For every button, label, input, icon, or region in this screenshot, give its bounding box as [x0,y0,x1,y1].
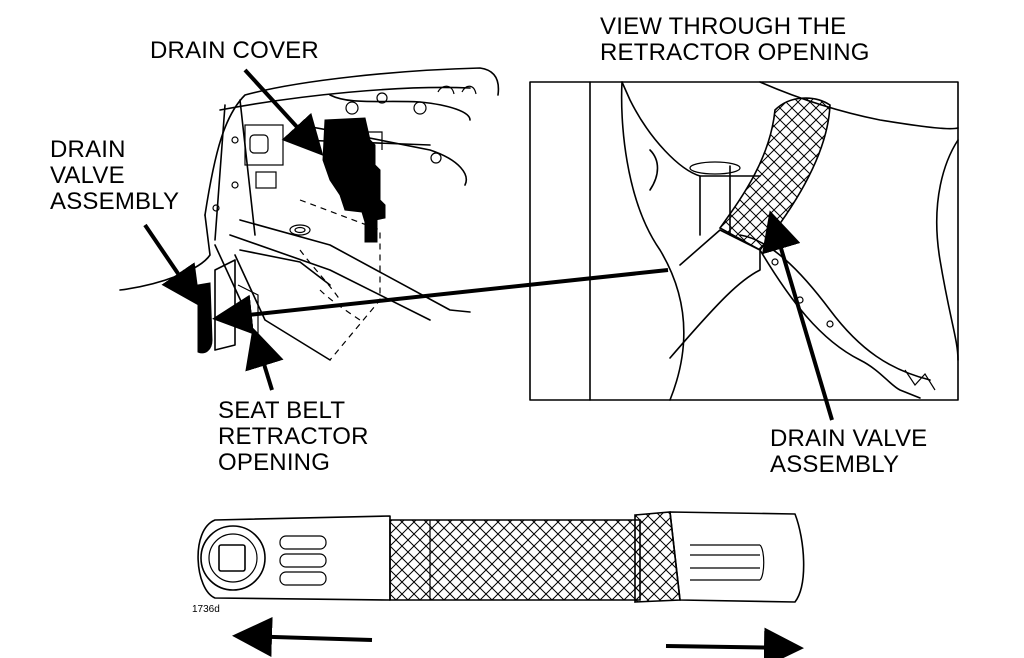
label-drain-valve-assembly-right: DRAIN VALVE ASSEMBLY [770,425,928,478]
figure-number: 1736d [192,604,220,615]
label-drain-valve-assembly-left: DRAIN VALVE ASSEMBLY [50,136,180,215]
drain-cover-leader [243,68,324,156]
drain-valve-hose-inset [718,97,831,252]
drain-valve-part [197,282,213,354]
drain-valve-leader-left [143,223,201,307]
pull-left-arrow [232,616,373,657]
label-view-through-retractor-opening: VIEW THROUGH THE RETRACTOR OPENING [600,13,870,66]
drain-cover-part [322,117,386,243]
retractor-opening-leader [245,327,284,391]
drain-valve-closeup [197,511,805,603]
label-drain-cover: DRAIN COVER [150,37,319,64]
view-to-valve-arrow [212,268,669,335]
label-seat-belt-retractor-opening: SEAT BELT RETRACTOR OPENING [218,397,369,476]
vehicle-body-panel [119,67,500,361]
pull-right-arrow [665,627,804,658]
drain-valve-leader-right [761,210,834,421]
retractor-view-inset [529,81,959,401]
